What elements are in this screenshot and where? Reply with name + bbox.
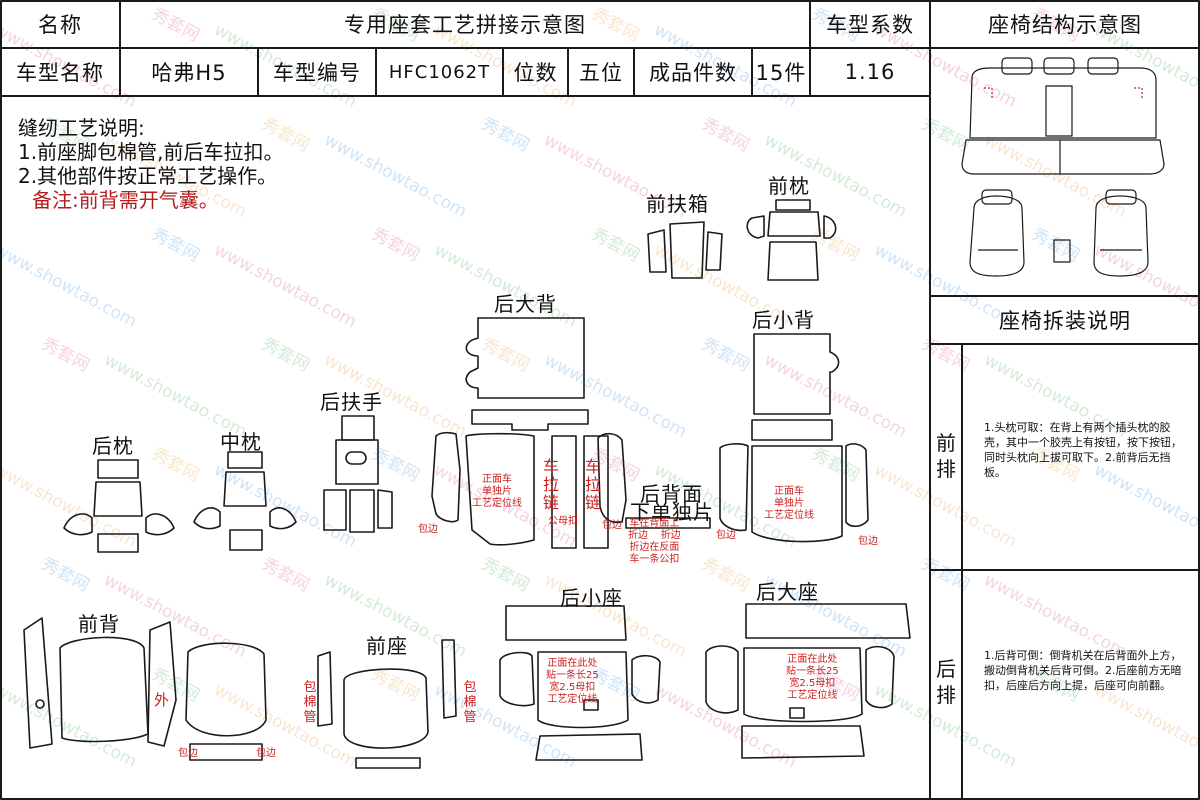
- annotation-wrap-edge-e: 包边: [178, 748, 198, 759]
- front-seat-illustration: [969, 189, 1149, 277]
- rear-large-seat-pattern: [705, 603, 911, 759]
- annotation-foam-tube-a: 包棉管: [303, 680, 317, 725]
- annotation-wrap-edge-d: 包边: [858, 536, 878, 547]
- rear-row-instructions: 1.后背可倒：倒背机关在后背面外上方，搬动倒背机关后背可倒。2.后座前方无暗扣，…: [984, 649, 1182, 692]
- model-name-value: 哈弗H5: [151, 61, 227, 85]
- label-rear-back-bottom: 后背面: [640, 482, 703, 506]
- page-title: 专用座套工艺拼接示意图: [344, 13, 586, 37]
- rear-back-bottom-piece: [625, 517, 711, 529]
- label-front-armrest-box: 前扶箱: [646, 192, 709, 216]
- annotation-strip-note-a: 正面在此处 贴一条长25 宽2.5母扣 工艺定位线: [546, 658, 599, 705]
- seats-label: 位数: [513, 61, 558, 85]
- front-back-pattern: [23, 617, 267, 761]
- rear-small-back-pattern: [719, 333, 869, 543]
- annotation-outer: 外: [154, 691, 170, 709]
- notes-line-2: 2.其他部件按正常工艺操作。: [18, 164, 278, 188]
- notes-line-1: 1.前座脚包棉管,前后车拉扣。: [18, 140, 284, 164]
- label-rear-large-back: 后大背: [494, 292, 557, 316]
- front-row-instructions: 1.头枕可取：在背上有两个插头枕的胶壳，其中一个胶壳上有按钮，按下按钮，同时头枕…: [984, 421, 1182, 479]
- annotation-foam-tube-b: 包棉管: [463, 680, 477, 725]
- annotation-zipper-b: 车拉链: [584, 457, 601, 512]
- coefficient-label: 车型系数: [826, 13, 914, 37]
- front-armrest-box-pattern: [647, 221, 723, 279]
- notes-heading: 缝纫工艺说明:: [18, 116, 145, 140]
- label-rear-headrest: 后枕: [92, 434, 134, 458]
- coefficient-value: 1.16: [844, 60, 896, 84]
- label-middle-headrest: 中枕: [220, 430, 262, 454]
- label-rear-small-back: 后小背: [752, 308, 815, 332]
- disassembly-title: 座椅拆装说明: [999, 309, 1131, 333]
- label-rear-large-seat: 后大座: [756, 580, 819, 604]
- annotation-zipper-a: 车拉链: [542, 457, 559, 512]
- name-label: 名称: [38, 13, 82, 37]
- seats-value: 五位: [579, 61, 623, 85]
- annotation-wrap-edge-c: 包边: [716, 530, 736, 541]
- label-rear-back-bottom-2: 下单独片: [630, 500, 714, 524]
- label-front-seat: 前座: [366, 634, 408, 658]
- rear-bench-illustration: [961, 57, 1165, 175]
- rear-small-seat-pattern: [499, 605, 661, 761]
- notes-remark: 备注:前背需开气囊。: [32, 188, 219, 212]
- front-seat-pattern: [317, 639, 457, 769]
- pieces-label: 成品件数: [649, 61, 737, 85]
- annotation-wrap-edge-a: 包边: [418, 524, 438, 535]
- rear-armrest-pattern: [323, 415, 393, 533]
- rear-headrest-pattern: [63, 459, 175, 553]
- pieces-value: 15件: [755, 61, 807, 85]
- annotation-wrap-edge-b: 包边: [602, 520, 622, 531]
- model-code-value: HFC1062T: [388, 61, 491, 83]
- model-code-label: 车型编号: [273, 61, 361, 85]
- label-front-headrest: 前枕: [768, 174, 810, 198]
- annotation-strip-note-b: 正面在此处 贴一条长25 宽2.5母扣 工艺定位线: [786, 654, 839, 701]
- middle-headrest-pattern: [193, 451, 297, 551]
- annotation-sew-single-b: 正面车 单独片 工艺定位线: [764, 486, 814, 521]
- annotation-male-buckle: 公母扣: [548, 516, 578, 527]
- label-rear-armrest: 后扶手: [320, 390, 383, 414]
- annotation-back-note: 车在背面上 折边 折边 折边在反面 车一条公扣: [628, 518, 681, 565]
- seat-structure-title: 座椅结构示意图: [988, 13, 1142, 37]
- label-rear-small-seat: 后小座: [560, 586, 623, 610]
- sewing-notes: 缝纫工艺说明: 1.前座脚包棉管,前后车拉扣。 2.其他部件按正常工艺操作。 备…: [18, 116, 283, 212]
- annotation-sew-single-a: 正面车 单独片 工艺定位线: [472, 474, 522, 509]
- label-front-back: 前背: [78, 612, 120, 636]
- rear-large-back-pattern: [431, 317, 627, 549]
- annotation-wrap-edge-f: 包边: [256, 748, 276, 759]
- front-row-label: 前排: [936, 431, 956, 481]
- rear-row-label: 后排: [936, 657, 956, 707]
- model-name-label: 车型名称: [16, 61, 104, 85]
- front-headrest-pattern: [746, 199, 837, 281]
